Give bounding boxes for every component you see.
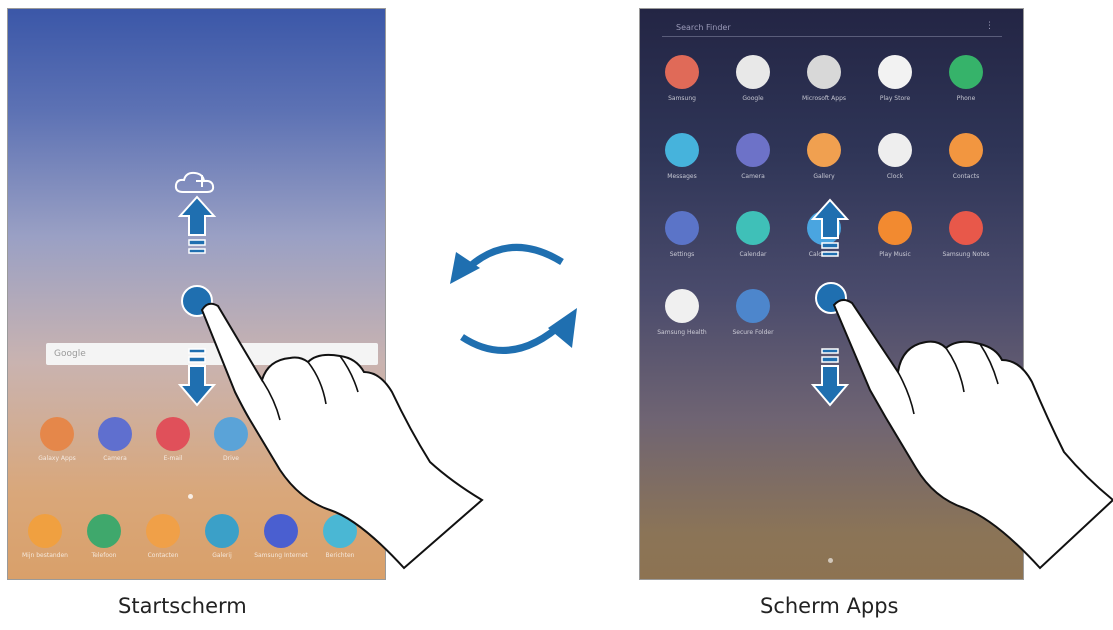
swipe-down-arrow-icon bbox=[180, 349, 214, 405]
caption-apps-screen: Scherm Apps bbox=[760, 594, 898, 618]
swipe-up-arrow-icon bbox=[180, 197, 214, 253]
caption-home-screen: Startscherm bbox=[118, 594, 247, 618]
swipe-down-arrow-icon bbox=[813, 349, 847, 405]
swipe-up-arrow-icon bbox=[813, 200, 847, 256]
hand-icon bbox=[202, 304, 482, 568]
hand-icon bbox=[834, 300, 1113, 568]
switch-arrows-icon bbox=[462, 247, 564, 350]
